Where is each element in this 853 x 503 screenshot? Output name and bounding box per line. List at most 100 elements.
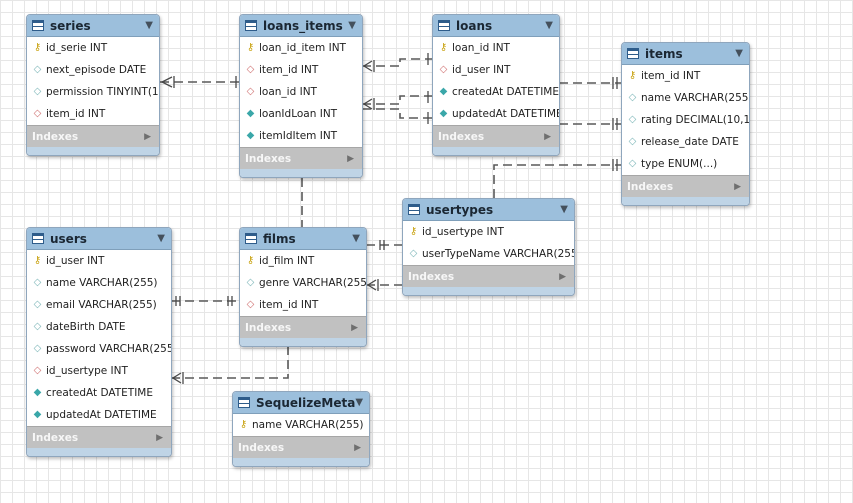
column-row[interactable]: ⚷id_usertype INT bbox=[403, 221, 574, 243]
column-row[interactable]: ◇next_episode DATE bbox=[27, 59, 159, 81]
indexes-section[interactable]: Indexes ▶ bbox=[433, 125, 559, 147]
column-diamond-icon: ◇ bbox=[246, 277, 255, 288]
table-films[interactable]: films ▼ ⚷id_film INT ◇genre VARCHAR(255)… bbox=[239, 227, 367, 347]
table-header[interactable]: films ▼ bbox=[240, 228, 366, 250]
column-row[interactable]: ⚷loan_id_item INT bbox=[240, 37, 362, 59]
table-sequelizemeta[interactable]: SequelizeMeta ▼ ⚷name VARCHAR(255) Index… bbox=[232, 391, 370, 467]
crowfoot-loans-items-loans-b bbox=[362, 98, 375, 110]
table-header[interactable]: loans ▼ bbox=[433, 15, 559, 37]
table-header[interactable]: users ▼ bbox=[27, 228, 171, 250]
column-row[interactable]: ◆itemIdItem INT bbox=[240, 125, 362, 147]
expand-arrow-icon[interactable]: ▶ bbox=[354, 442, 361, 453]
indexes-section[interactable]: Indexes ▶ bbox=[27, 125, 159, 147]
table-title: items bbox=[645, 46, 683, 61]
column-name: id_usertype bbox=[46, 365, 108, 377]
column-row[interactable]: ◇dateBirth DATE bbox=[27, 316, 171, 338]
column-row[interactable]: ◇id_user INT bbox=[433, 59, 559, 81]
expand-arrow-icon[interactable]: ▶ bbox=[559, 271, 566, 282]
column-type: DATETIME bbox=[506, 86, 559, 98]
indexes-label: Indexes bbox=[438, 130, 485, 143]
expand-arrow-icon[interactable]: ▶ bbox=[544, 131, 551, 142]
column-name: type bbox=[641, 158, 665, 170]
table-header[interactable]: usertypes ▼ bbox=[403, 199, 574, 221]
column-name: email bbox=[46, 299, 75, 311]
column-name: dateBirth bbox=[46, 321, 95, 333]
column-row[interactable]: ◇item_id INT bbox=[240, 59, 362, 81]
indexes-section[interactable]: Indexes▶ bbox=[240, 316, 366, 338]
collapse-caret-icon[interactable]: ▼ bbox=[145, 20, 153, 31]
column-name: item_id bbox=[259, 64, 298, 76]
column-row[interactable]: ◇name VARCHAR(255) bbox=[27, 272, 171, 294]
column-row[interactable]: ⚷loan_id INT bbox=[433, 37, 559, 59]
collapse-caret-icon[interactable]: ▼ bbox=[560, 204, 568, 215]
column-row[interactable]: ◇loan_id INT bbox=[240, 81, 362, 103]
table-header[interactable]: SequelizeMeta ▼ bbox=[233, 392, 369, 414]
expand-arrow-icon[interactable]: ▶ bbox=[144, 131, 151, 142]
column-row[interactable]: ◆updatedAt DATETIME bbox=[433, 103, 559, 125]
table-header[interactable]: loans_items ▼ bbox=[240, 15, 362, 37]
table-icon bbox=[245, 20, 257, 31]
column-row[interactable]: ◇item_id INT bbox=[240, 294, 366, 316]
column-row[interactable]: ◇email VARCHAR(255) bbox=[27, 294, 171, 316]
table-title: users bbox=[50, 231, 87, 246]
table-users[interactable]: users ▼ ⚷id_user INT ◇name VARCHAR(255) … bbox=[26, 227, 172, 457]
indexes-label: Indexes bbox=[238, 441, 285, 454]
column-type: TINYINT(1) bbox=[106, 86, 160, 98]
column-row[interactable]: ⚷id_serie INT bbox=[27, 37, 159, 59]
column-row[interactable]: ◆updatedAt DATETIME bbox=[27, 404, 171, 426]
foreign-key-diamond-icon: ◇ bbox=[33, 365, 42, 376]
column-type: INT bbox=[299, 86, 317, 98]
column-row[interactable]: ◇permission TINYINT(1) bbox=[27, 81, 159, 103]
column-row[interactable]: ◆loanIdLoan INT bbox=[240, 103, 362, 125]
table-header[interactable]: items ▼ bbox=[622, 43, 749, 65]
column-row[interactable]: ◇name VARCHAR(255) bbox=[622, 87, 749, 109]
table-loans[interactable]: loans ▼ ⚷loan_id INT ◇id_user INT ◆creat… bbox=[432, 14, 560, 156]
column-row[interactable]: ⚷id_film INT bbox=[240, 250, 366, 272]
column-name: item_id bbox=[641, 70, 680, 82]
column-row[interactable]: ⚷name VARCHAR(255) bbox=[233, 414, 369, 436]
table-series[interactable]: series ▼ ⚷id_serie INT ◇next_episode DAT… bbox=[26, 14, 160, 156]
column-row[interactable]: ◇genre VARCHAR(255) bbox=[240, 272, 366, 294]
expand-arrow-icon[interactable]: ▶ bbox=[156, 432, 163, 443]
indexes-label: Indexes bbox=[32, 130, 79, 143]
column-row[interactable]: ◇rating DECIMAL(10,1) bbox=[622, 109, 749, 131]
table-usertypes[interactable]: usertypes ▼ ⚷id_usertype INT ◇userTypeNa… bbox=[402, 198, 575, 296]
relationship-loans-items-loans-b bbox=[362, 95, 433, 105]
column-row[interactable]: ◇release_date DATE bbox=[622, 131, 749, 153]
column-row[interactable]: ◇userTypeName VARCHAR(255) bbox=[403, 243, 574, 265]
collapse-caret-icon[interactable]: ▼ bbox=[348, 20, 356, 31]
expand-arrow-icon[interactable]: ▶ bbox=[351, 322, 358, 333]
column-name: name bbox=[641, 92, 671, 104]
column-row[interactable]: ◇type ENUM(...) bbox=[622, 153, 749, 175]
collapse-caret-icon[interactable]: ▼ bbox=[355, 397, 364, 408]
column-row[interactable]: ⚷id_user INT bbox=[27, 250, 171, 272]
column-type: VARCHAR(255) bbox=[285, 419, 364, 431]
column-row[interactable]: ◆createdAt DATETIME bbox=[433, 81, 559, 103]
column-type: DATE bbox=[118, 64, 147, 76]
indexes-section[interactable]: Indexes▶ bbox=[403, 265, 574, 287]
collapse-caret-icon[interactable]: ▼ bbox=[157, 233, 165, 244]
column-diamond-icon: ◇ bbox=[33, 64, 42, 75]
indexes-section[interactable]: Indexes▶ bbox=[622, 175, 749, 197]
collapse-caret-icon[interactable]: ▼ bbox=[735, 48, 743, 59]
expand-arrow-icon[interactable]: ▶ bbox=[734, 181, 741, 192]
primary-key-icon: ⚷ bbox=[33, 255, 42, 266]
column-row[interactable]: ◇id_usertype INT bbox=[27, 360, 171, 382]
indexes-section[interactable]: Indexes▶ bbox=[27, 426, 171, 448]
collapse-caret-icon[interactable]: ▼ bbox=[545, 20, 553, 31]
collapse-caret-icon[interactable]: ▼ bbox=[352, 233, 360, 244]
column-row[interactable]: ◇item_id INT bbox=[27, 103, 159, 125]
column-row[interactable]: ◆createdAt DATETIME bbox=[27, 382, 171, 404]
indexes-section[interactable]: Indexes ▶ bbox=[233, 436, 369, 458]
expand-arrow-icon[interactable]: ▶ bbox=[347, 153, 354, 164]
column-name: item_id bbox=[46, 108, 85, 120]
column-name: rating bbox=[641, 114, 673, 126]
indexes-section[interactable]: Indexes▶ bbox=[240, 147, 362, 169]
column-row[interactable]: ◇password VARCHAR(255) bbox=[27, 338, 171, 360]
column-type: VARCHAR(255) bbox=[292, 277, 367, 289]
table-title: usertypes bbox=[426, 202, 494, 217]
table-loans-items[interactable]: loans_items ▼ ⚷loan_id_item INT ◇item_id… bbox=[239, 14, 363, 178]
table-header[interactable]: series ▼ bbox=[27, 15, 159, 37]
column-row[interactable]: ⚷item_id INT bbox=[622, 65, 749, 87]
table-items[interactable]: items ▼ ⚷item_id INT ◇name VARCHAR(255) … bbox=[621, 42, 750, 206]
